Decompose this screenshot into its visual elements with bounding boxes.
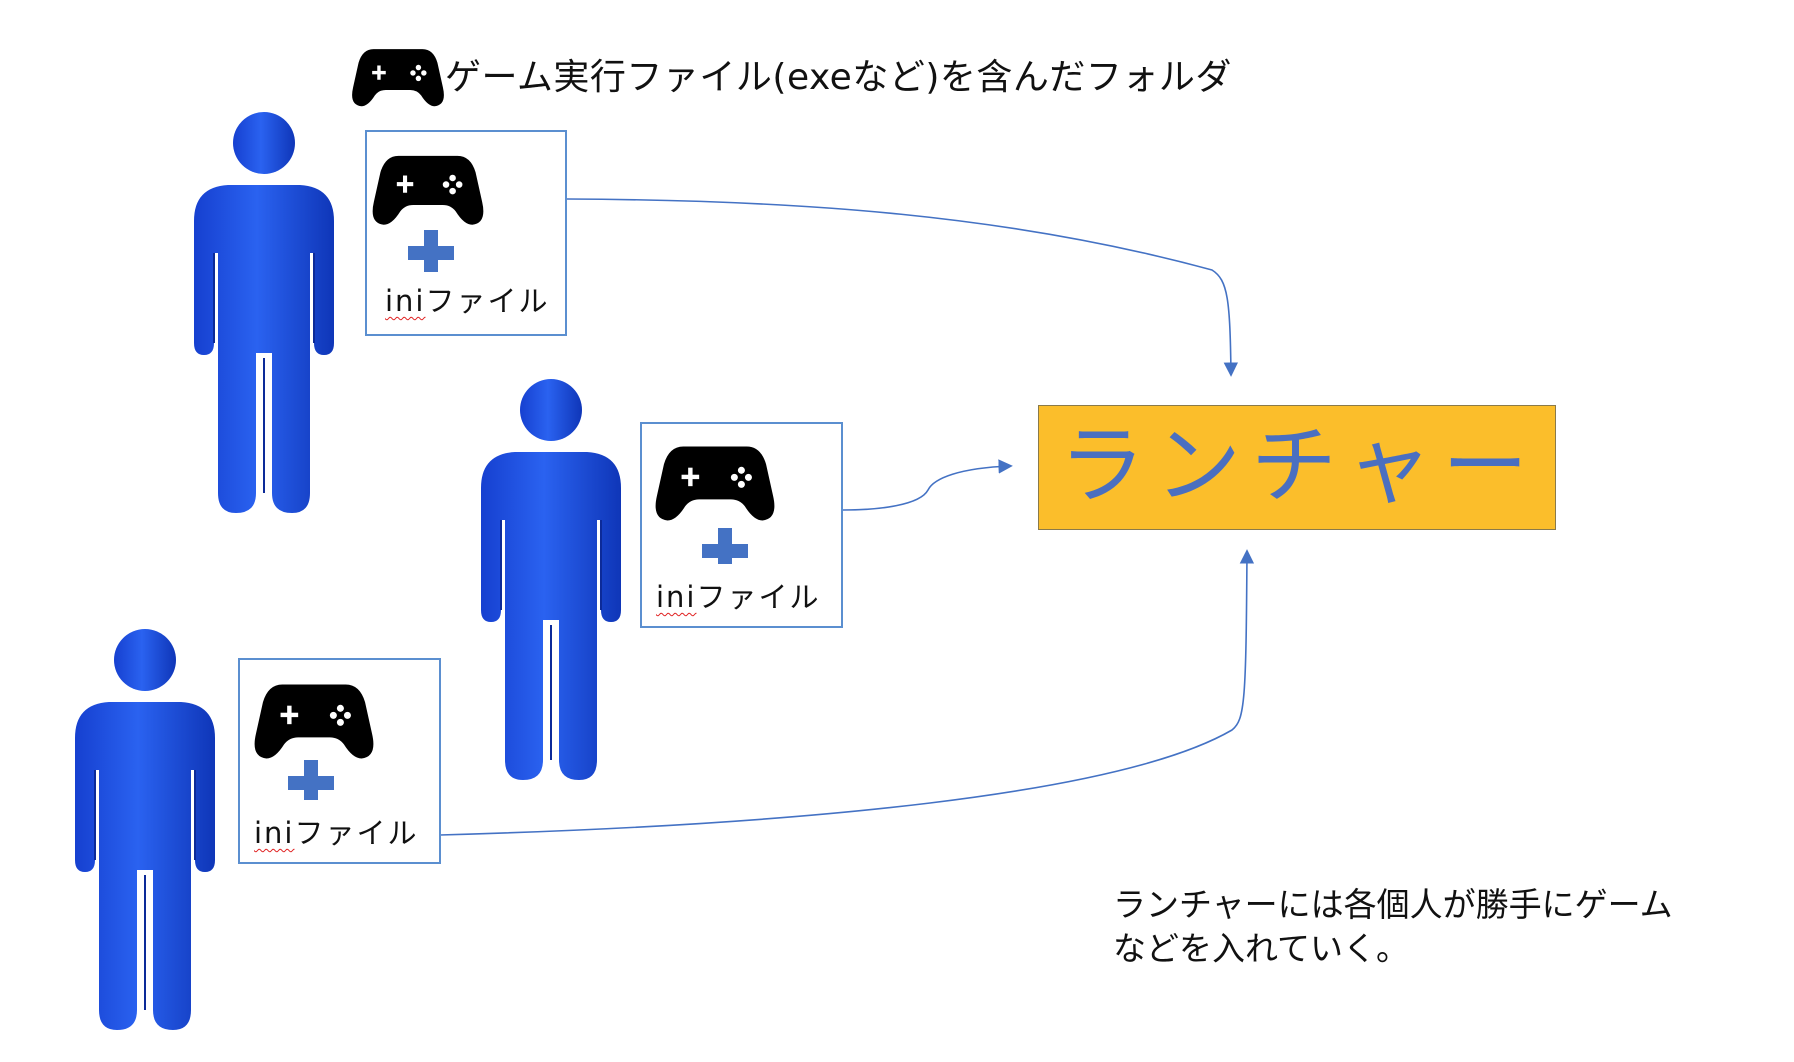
- gamepad-icon: [254, 684, 374, 759]
- gamepad-icon: [372, 155, 484, 225]
- ini-file-label: iniファイル: [656, 580, 821, 614]
- plus-icon: [702, 528, 748, 564]
- note-line-2: などを入れていく。: [1113, 929, 1410, 968]
- legend-label: ゲーム実行ファイル(exeなど)を含んだフォルダ: [445, 57, 1232, 98]
- arrow-connector: [439, 549, 1255, 836]
- gamepad-icon: [352, 49, 444, 107]
- person-icon: [480, 378, 622, 781]
- ini-file-label: iniファイル: [385, 284, 550, 318]
- game-folder-package: iniファイル: [238, 658, 441, 864]
- plus-icon: [288, 760, 334, 800]
- gamepad-icon: [655, 446, 775, 521]
- person-icon: [74, 628, 216, 1031]
- arrow-connector: [842, 459, 1013, 511]
- game-folder-package: iniファイル: [365, 130, 567, 336]
- ini-file-label: iniファイル: [254, 816, 419, 850]
- note-text: ランチャーには各個人が勝手にゲーム などを入れていく。: [1113, 883, 1673, 971]
- note-line-1: ランチャーには各個人が勝手にゲーム: [1113, 885, 1673, 924]
- person-icon: [193, 111, 335, 514]
- plus-icon: [408, 230, 454, 272]
- launcher-label: ランチャー: [1059, 416, 1539, 516]
- launcher-box: ランチャー: [1038, 405, 1556, 530]
- arrow-connector: [566, 198, 1239, 377]
- game-folder-package: iniファイル: [640, 422, 843, 628]
